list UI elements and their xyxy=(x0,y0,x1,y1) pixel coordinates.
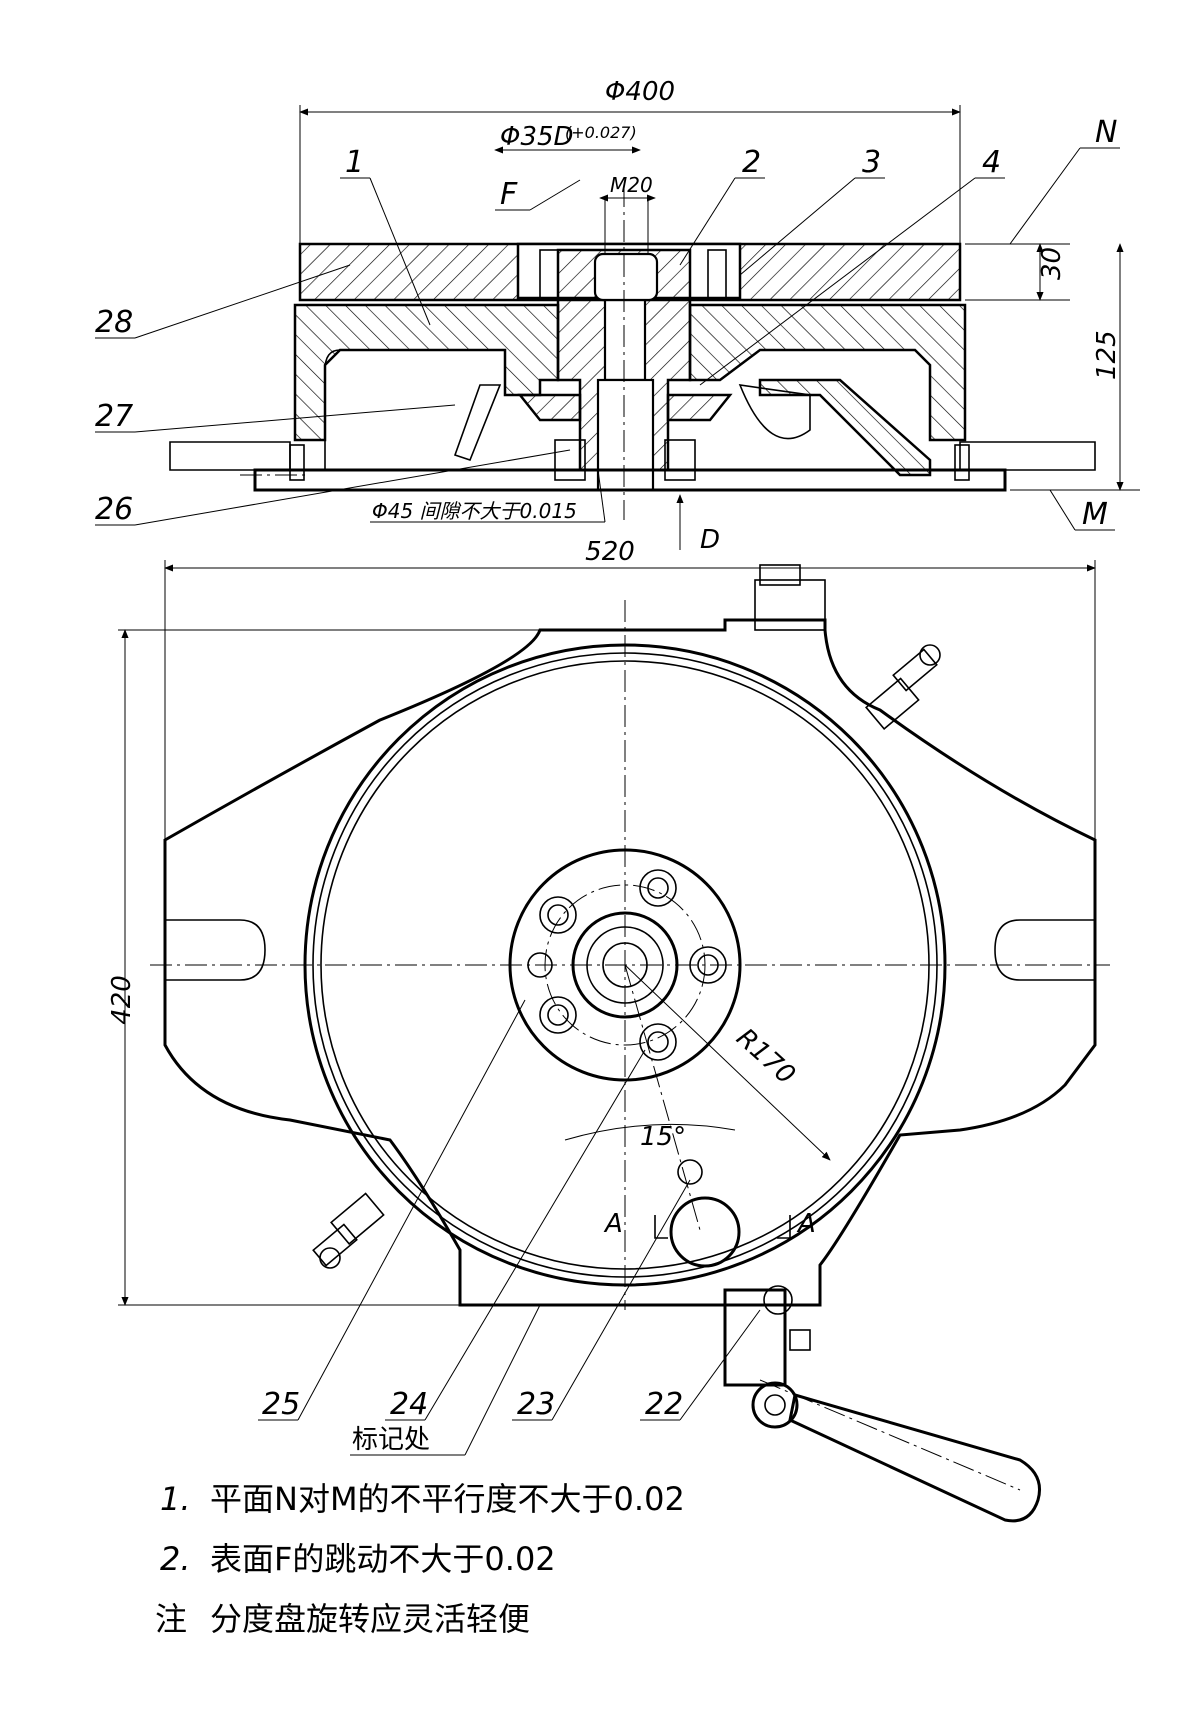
callouts-bottom: 25 24 23 22 标记处 xyxy=(258,999,761,1456)
dim-phi45-note: Φ45 间隙不大于0.015 xyxy=(372,499,577,523)
callout-22: 22 xyxy=(645,1387,683,1422)
dim-phi35d: Φ35D xyxy=(500,122,574,152)
callout-1: 1 xyxy=(345,145,364,180)
callout-26: 26 xyxy=(95,492,133,527)
mark-position-label: 标记处 xyxy=(352,1425,430,1455)
callout-f: F xyxy=(500,177,518,212)
dim-520: 520 xyxy=(585,537,635,567)
base-outline xyxy=(163,618,1097,1307)
dim-phi35d-tol: (+0.027) xyxy=(565,123,637,142)
note-1-text: 平面N对M的不平行度不大于0.02 xyxy=(210,1480,685,1518)
technical-notes: 1. 平面N对M的不平行度不大于0.02 2. 表面F的跳动不大于0.02 注 … xyxy=(155,1480,685,1638)
note-2-number: 2. xyxy=(160,1540,191,1578)
section-a-right: A xyxy=(796,1209,816,1239)
callout-27: 27 xyxy=(95,399,133,434)
dim-420: 420 xyxy=(107,975,137,1025)
dim-125: 125 xyxy=(1092,330,1122,380)
note-1-number: 1. xyxy=(160,1480,191,1518)
note-3-label: 注 xyxy=(155,1600,187,1638)
callout-4: 4 xyxy=(982,145,1001,180)
base-housing-1-right xyxy=(688,303,967,442)
base-rib-right xyxy=(758,378,932,477)
callout-25: 25 xyxy=(262,1387,300,1422)
plan-view: 520 420 xyxy=(107,537,1110,1523)
locking-pin-bottom-left xyxy=(312,1192,385,1269)
callout-24: 24 xyxy=(390,1387,428,1422)
callouts-top: 1 2 3 4 N F 28 27 26 M xyxy=(95,115,1120,532)
callout-23: 23 xyxy=(517,1387,555,1422)
dim-r170: R170 xyxy=(730,1023,800,1091)
locking-pin-top-right xyxy=(865,644,941,730)
dim-30: 30 xyxy=(1037,247,1067,280)
dim-phi400: Φ400 xyxy=(605,77,675,107)
note-3-text: 分度盘旋转应灵活轻便 xyxy=(210,1600,530,1638)
callout-28: 28 xyxy=(95,305,133,340)
dim-m20: M20 xyxy=(610,173,653,197)
callout-d: D xyxy=(700,525,720,555)
dimensions-top: Φ400 Φ35D (+0.027) M20 30 125 Φ45 间隙不大于0… xyxy=(299,77,1140,555)
callout-3: 3 xyxy=(862,145,881,180)
index-handle-22 xyxy=(723,1285,1041,1523)
section-view xyxy=(169,185,1096,520)
callout-m: M xyxy=(1082,497,1108,532)
callout-n: N xyxy=(1095,115,1117,150)
callout-2: 2 xyxy=(742,145,761,180)
note-2-text: 表面F的跳动不大于0.02 xyxy=(210,1540,556,1578)
base-housing-1-left xyxy=(293,303,560,442)
section-a-left: A xyxy=(603,1209,623,1239)
dim-angle-15: 15° xyxy=(640,1122,686,1152)
